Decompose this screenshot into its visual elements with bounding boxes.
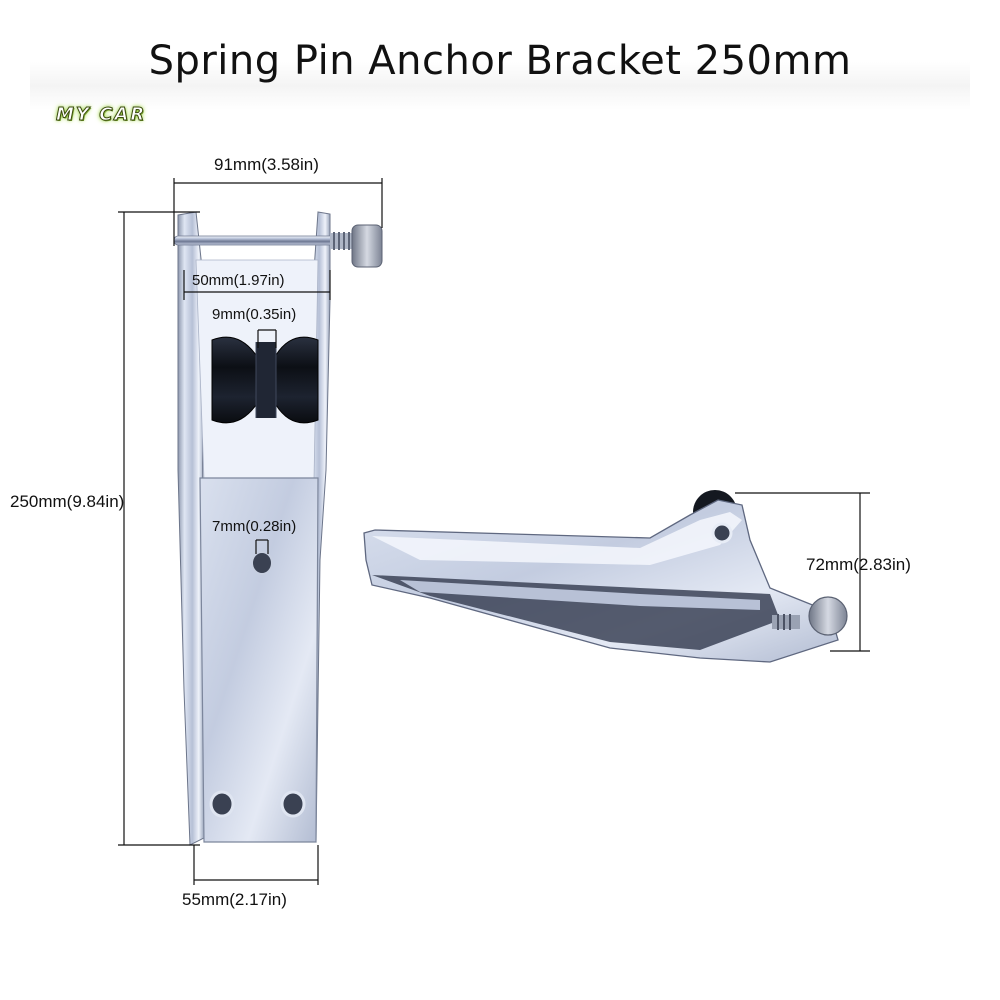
dimension-hole-diameter: 7mm(0.28in) <box>212 518 297 535</box>
title-band <box>30 62 970 110</box>
dimension-width-top: 91mm(3.58in) <box>214 155 319 174</box>
dimension-lines <box>118 178 870 885</box>
spring-icon <box>330 232 352 250</box>
dimension-pin-diameter: 9mm(0.35in) <box>212 306 297 323</box>
dimension-height: 250mm(9.84in) <box>10 492 125 511</box>
page-title: Spring Pin Anchor Bracket 250mm <box>148 38 852 84</box>
brand-logo: MY CAR <box>55 104 147 126</box>
dimension-side-height: 72mm(2.83in) <box>806 555 911 574</box>
dimension-roller-width: 50mm(1.97in) <box>192 272 285 289</box>
front-view <box>173 211 383 846</box>
side-view <box>363 490 848 663</box>
dimension-base-width: 55mm(2.17in) <box>182 890 287 909</box>
roller-icon <box>211 336 319 424</box>
